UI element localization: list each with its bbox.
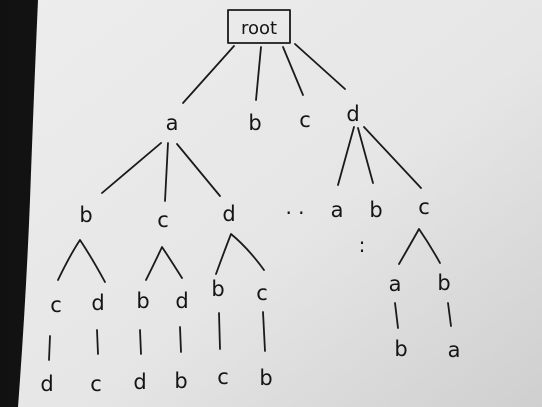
edge-d-a xyxy=(337,126,355,186)
node-d-c: c xyxy=(418,195,430,219)
node-abd: d xyxy=(91,291,104,315)
node-a: a xyxy=(166,111,179,135)
edge-a-d xyxy=(176,143,221,197)
edge-ac-children xyxy=(145,246,183,281)
root-box xyxy=(227,9,291,44)
edge-d-b xyxy=(357,127,374,184)
ellipsis-middle: . . xyxy=(285,195,304,219)
node-a-c: c xyxy=(157,208,169,232)
ellipsis-lower: : xyxy=(359,233,366,257)
root-label: root xyxy=(241,18,277,39)
edge-d-c xyxy=(363,126,422,189)
edge-dcb-a xyxy=(447,302,452,327)
node-adc: c xyxy=(256,281,268,305)
edge-dc-children xyxy=(398,228,441,265)
edge-a-b xyxy=(101,142,162,194)
node-a-d: d xyxy=(222,202,235,226)
node-dcab: b xyxy=(394,337,407,361)
node-c: c xyxy=(299,108,311,132)
node-d-b: b xyxy=(369,198,382,222)
node-dcb: b xyxy=(437,271,450,295)
node-a-b: b xyxy=(79,203,92,227)
node-d-a: a xyxy=(331,198,344,222)
node-adcb: b xyxy=(259,366,272,390)
edge-adc-b xyxy=(262,311,266,352)
edge-root-a xyxy=(182,45,235,104)
edge-acb-d xyxy=(139,329,142,355)
node-abdc: c xyxy=(90,372,102,396)
edge-root-c xyxy=(282,46,304,96)
node-adb: b xyxy=(211,277,224,301)
edge-abd-c xyxy=(96,329,99,355)
node-acbd: d xyxy=(133,370,146,394)
edge-ab-children xyxy=(57,239,106,283)
edge-ad-children xyxy=(215,233,265,275)
node-d: d xyxy=(346,102,359,126)
node-dca: a xyxy=(389,272,402,296)
edge-dca-b xyxy=(394,302,399,329)
edge-root-b xyxy=(255,46,262,101)
node-abcd: d xyxy=(40,372,53,396)
node-adbc: c xyxy=(217,365,229,389)
node-acb: b xyxy=(136,289,149,313)
paper-sheet xyxy=(18,0,542,407)
node-acd: d xyxy=(175,289,188,313)
edge-root-d xyxy=(294,43,346,90)
node-b: b xyxy=(248,111,261,135)
edge-acd-b xyxy=(179,326,182,353)
edge-abc-d xyxy=(48,335,51,361)
node-dcba: a xyxy=(448,338,461,362)
node-abc: c xyxy=(50,293,62,317)
edge-adb-c xyxy=(218,312,221,350)
node-acdb: b xyxy=(174,369,187,393)
edge-a-c xyxy=(164,142,169,202)
